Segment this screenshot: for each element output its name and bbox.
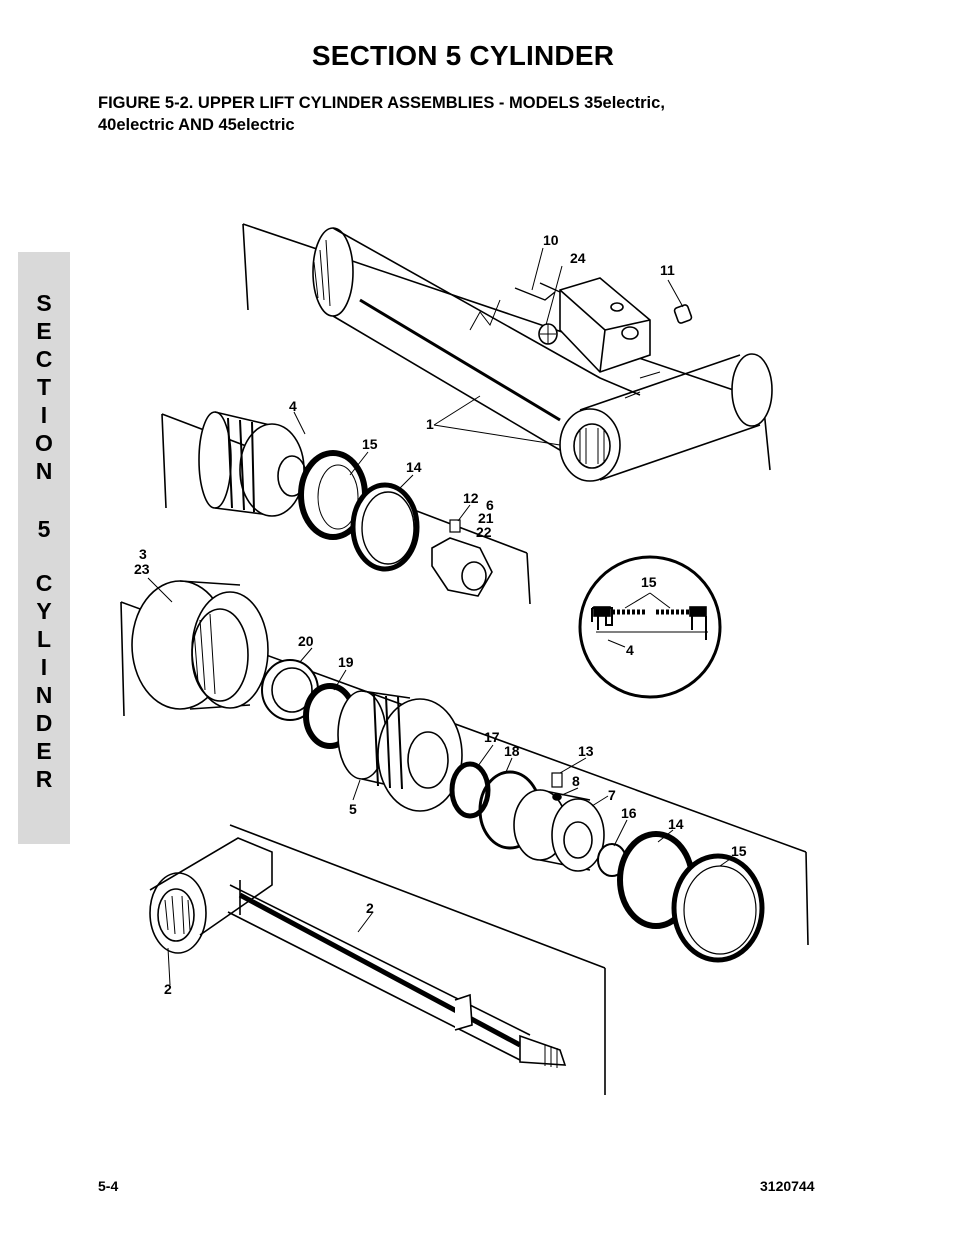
callout-label: 13 bbox=[578, 743, 594, 759]
callout-label: 24 bbox=[570, 250, 586, 266]
callout-label: 23 bbox=[134, 561, 150, 577]
callout-label: 6 bbox=[486, 497, 494, 513]
side-tab-letter: E bbox=[36, 738, 52, 764]
side-tab-letter: C bbox=[35, 570, 53, 596]
callout-label: 4 bbox=[626, 642, 634, 658]
callout-label: 18 bbox=[504, 743, 520, 759]
side-tab-letter: 5 bbox=[37, 516, 51, 542]
side-tab-letter: L bbox=[36, 626, 52, 652]
barrel-cross-tube bbox=[559, 353, 773, 482]
section-side-tab: S E C T I O N 5 C Y L I N D E R bbox=[18, 252, 70, 844]
callout-label: 1 bbox=[426, 416, 434, 432]
callout-label: 20 bbox=[298, 633, 314, 649]
callout-label: 12 bbox=[463, 490, 479, 506]
cylinder-rod bbox=[149, 837, 567, 1068]
callout-label: 15 bbox=[641, 574, 657, 590]
rod-assembly-plane bbox=[229, 824, 606, 1095]
section-title: SECTION 5 CYLINDER bbox=[311, 40, 615, 71]
callout-label: 5 bbox=[349, 801, 357, 817]
callout-label: 17 bbox=[484, 729, 500, 745]
cylinder-barrel bbox=[312, 227, 641, 457]
side-tab-letter: S bbox=[36, 290, 52, 316]
callout-label: 19 bbox=[338, 654, 354, 670]
wear-ring bbox=[350, 482, 420, 572]
document-number: 3120744 bbox=[760, 1178, 815, 1194]
side-tab-letter: C bbox=[35, 346, 53, 372]
callout-label: 2 bbox=[366, 900, 374, 916]
callout-label: 2 bbox=[164, 981, 172, 997]
callout-label: 15 bbox=[362, 436, 378, 452]
valve-block bbox=[514, 277, 693, 373]
callout-label: 15 bbox=[731, 843, 747, 859]
side-tab-letter: N bbox=[35, 682, 53, 708]
callout-label: 16 bbox=[621, 805, 637, 821]
seal-detail-inset bbox=[578, 555, 722, 699]
callout-label: 14 bbox=[406, 459, 422, 475]
cylinder-head bbox=[131, 580, 269, 710]
side-tab-letter: I bbox=[40, 402, 48, 428]
figure-caption: FIGURE 5-2. UPPER LIFT CYLINDER ASSEMBLI… bbox=[98, 92, 818, 136]
spacer bbox=[513, 772, 605, 872]
lock-nut bbox=[431, 519, 493, 597]
side-tab-letter: O bbox=[35, 430, 53, 456]
callout-label: 3 bbox=[139, 546, 147, 562]
side-tab-letter: E bbox=[36, 318, 52, 344]
side-tab-letter: R bbox=[35, 766, 53, 792]
side-tab-letter: Y bbox=[36, 598, 52, 624]
callout-label: 8 bbox=[572, 773, 580, 789]
side-tab-letter: N bbox=[35, 458, 53, 484]
callout-label: 7 bbox=[608, 787, 616, 803]
callout-label: 11 bbox=[660, 262, 675, 278]
figure-caption-line-2: 40electric AND 45electric bbox=[98, 116, 295, 134]
figure-caption-line-1: FIGURE 5-2. UPPER LIFT CYLINDER ASSEMBLI… bbox=[98, 94, 665, 112]
side-tab-letter: I bbox=[40, 654, 48, 680]
callout-label: 4 bbox=[289, 398, 297, 414]
callout-label: 14 bbox=[668, 816, 684, 832]
page-number: 5-4 bbox=[98, 1178, 119, 1194]
callout-label: 22 bbox=[476, 524, 492, 540]
gland-rings bbox=[597, 831, 765, 963]
piston bbox=[198, 411, 307, 517]
callout-label: 21 bbox=[478, 510, 494, 526]
rod-piston bbox=[337, 690, 463, 812]
side-tab-letter: T bbox=[36, 374, 52, 400]
callout-label: 10 bbox=[543, 232, 559, 248]
side-tab-letter: D bbox=[35, 710, 53, 736]
